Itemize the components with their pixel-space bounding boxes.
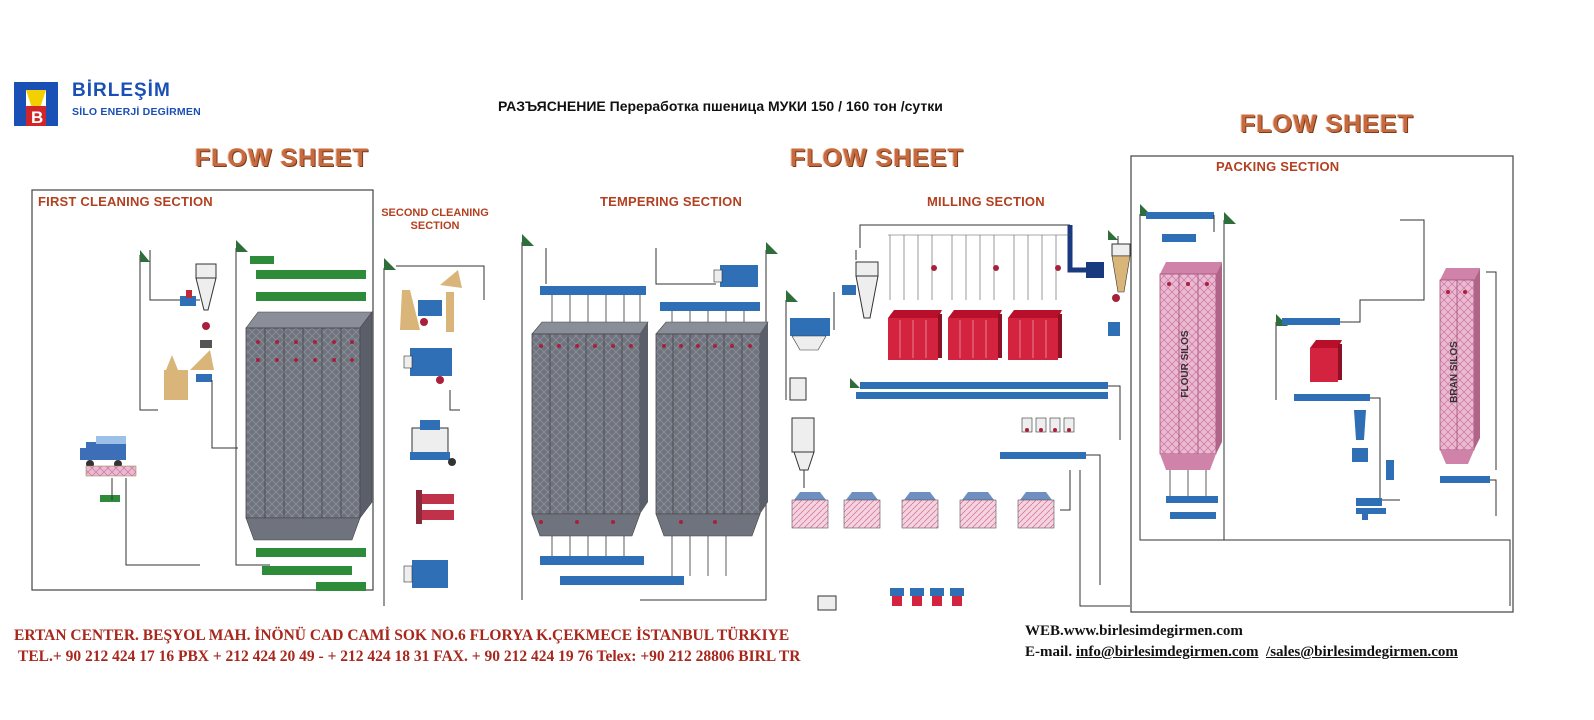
section-title-tempering: TEMPERING SECTION [600,194,743,209]
company-logo: B BİRLEŞİM SİLO ENERJİ DEGİRMEN [12,78,202,130]
footer-email-sales[interactable]: /sales@birlesimdegirmen.com [1266,644,1458,660]
first-cleaning-frame [31,189,374,591]
first-cleaning-equipment [80,240,373,591]
tempering-equipment [521,234,778,601]
flour-silos-label: FLOUR SILOS [1180,330,1191,398]
footer-email-line: E-mail. info@birlesimdegirmen.com /sales… [1025,644,1458,661]
second-cleaning-equipment [383,258,485,606]
footer-phones: TEL.+ 90 212 424 17 16 PBX + 212 424 20 … [18,648,801,665]
logo-mark: B [14,82,58,127]
packing-equipment: FLOUR SILOS [1139,204,1511,606]
footer-website[interactable]: WEB.www.birlesimdegirmen.com [1025,623,1243,639]
process-flow-diagram: FLOUR SILOS [31,155,1514,613]
tempering-silos-group-2 [655,321,769,537]
flour-hoppers [791,492,1055,529]
flour-blending-units [1021,417,1075,433]
section-title-first-cleaning: FIRST CLEANING SECTION [38,194,213,209]
footer-email-info[interactable]: info@birlesimdegirmen.com [1075,644,1259,660]
flow-sheet-label-center: FLOW SHEET [790,144,964,172]
flow-sheet-label-left: FLOW SHEET [195,144,369,172]
logo-mark-letter: B [31,108,43,127]
milling-equipment [785,224,1131,611]
flow-sheet-label-right: FLOW SHEET [1240,110,1414,138]
packing-frame [1130,155,1514,613]
tempering-silos-group-1 [531,321,649,537]
document-title: РАЗЪЯСНЕНИЕ Переработка пшеница МУКИ 150… [498,98,943,114]
section-title-milling: MILLING SECTION [927,194,1045,209]
section-title-second-cleaning: SECOND CLEANING SECTION [381,207,489,232]
bran-silos-label: BRAN SILOS [1449,341,1460,403]
raw-wheat-silos [245,311,373,541]
logo-brand: BİRLEŞİM [72,80,171,101]
logo-tagline: SİLO ENERJİ DEGİRMEN [72,106,201,118]
truck-icon [80,436,126,468]
plansifters [888,310,1062,360]
section-title-packing: PACKING SECTION [1216,159,1340,174]
footer-email-label: E-mail. [1025,644,1073,660]
bran-silos: BRAN SILOS [1439,268,1480,464]
footer-address: ERTAN CENTER. BEŞYOL MAH. İNÖNÜ CAD CAMİ… [14,627,790,644]
flour-silos: FLOUR SILOS [1159,262,1222,470]
